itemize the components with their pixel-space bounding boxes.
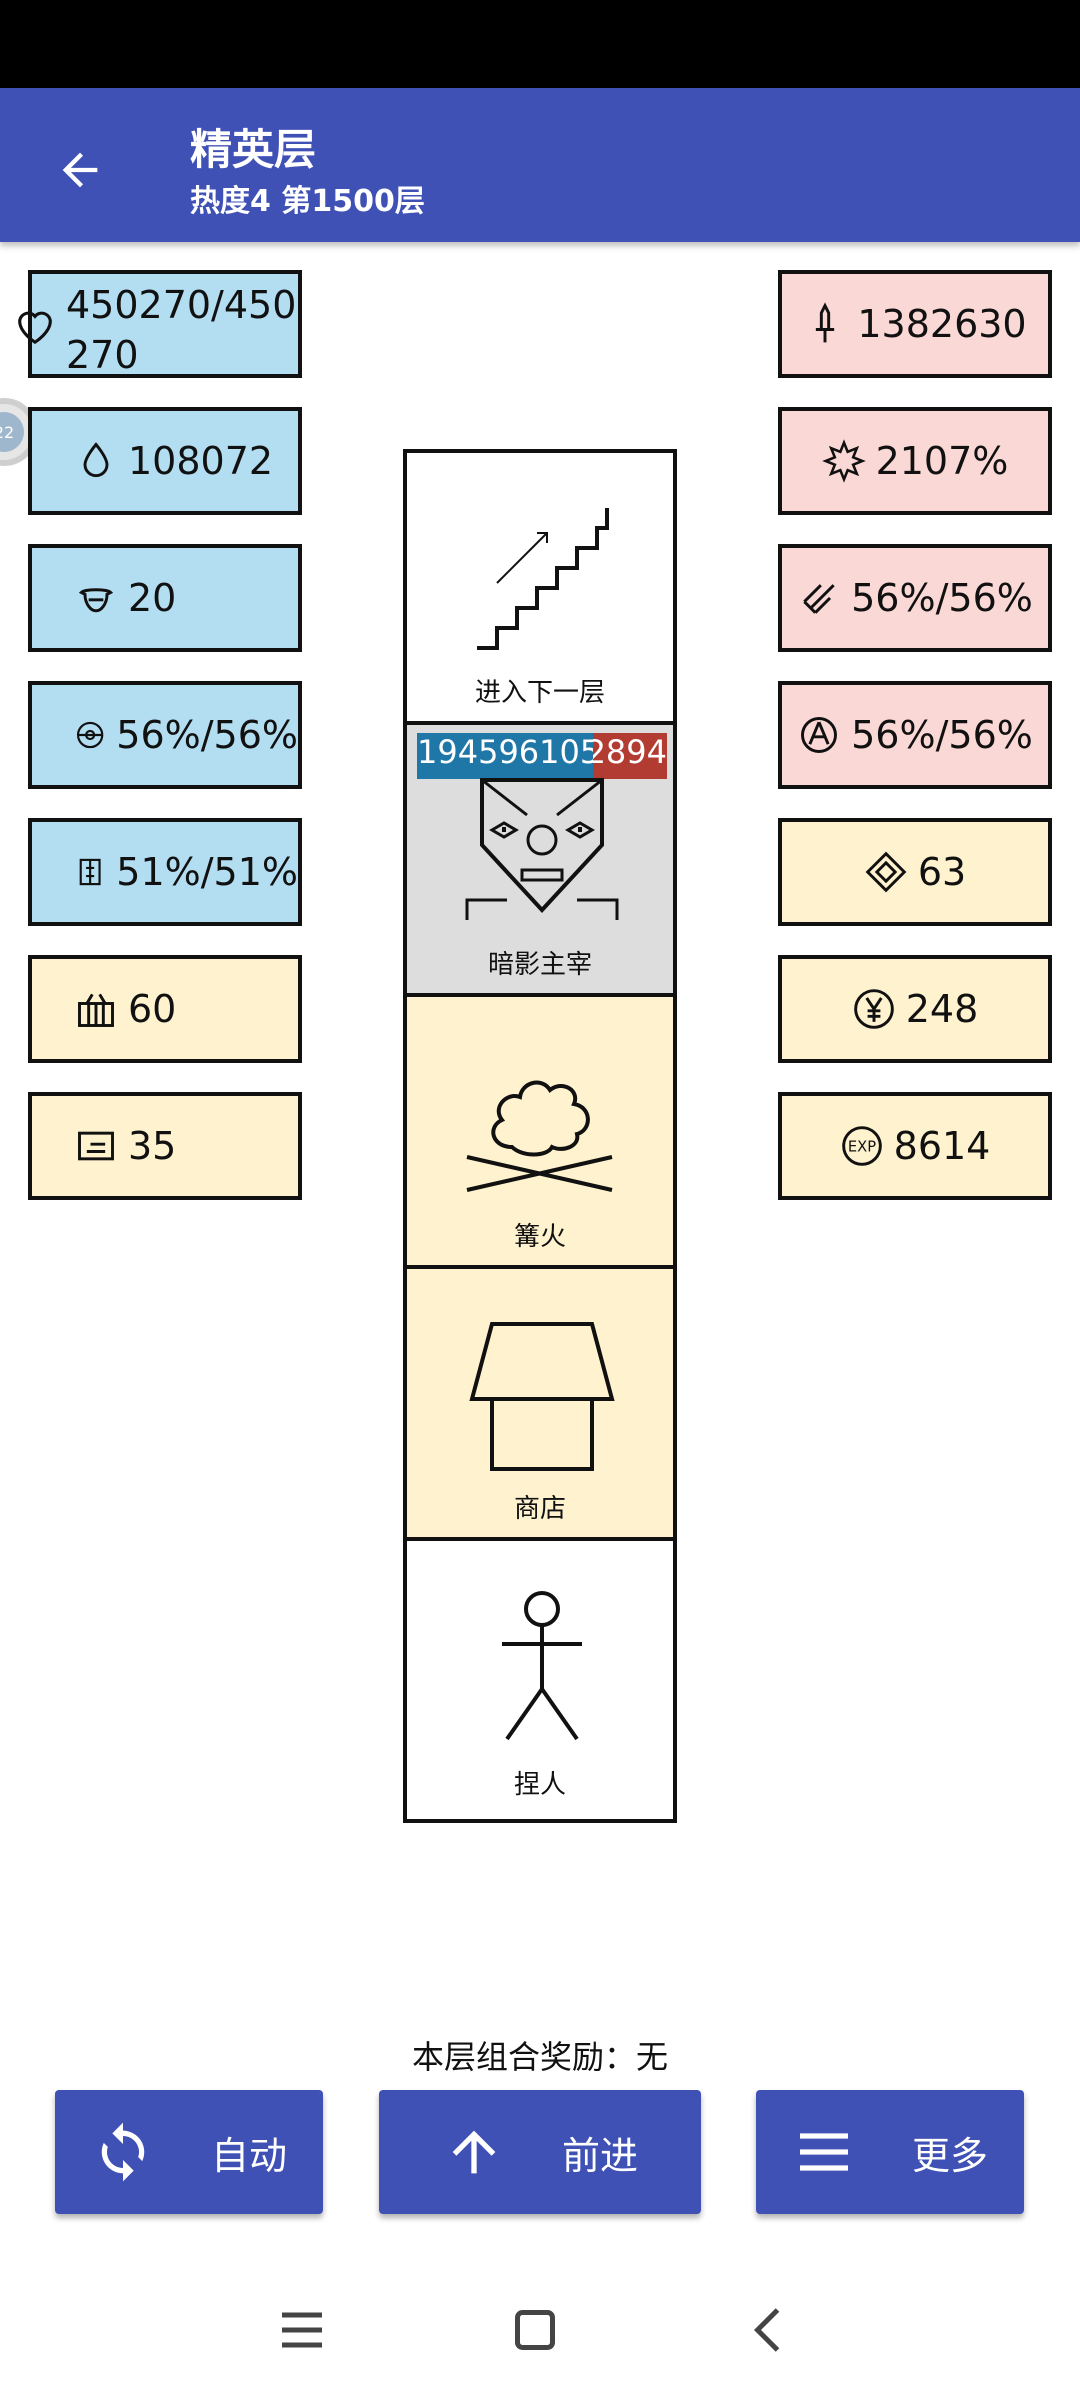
campfire-icon xyxy=(466,1080,613,1192)
stat-value: 8614 xyxy=(893,1124,991,1168)
stat-attack: 1382630 xyxy=(778,270,1052,378)
stat-defense: 20 xyxy=(28,544,302,652)
cell-label: 暗影主宰 xyxy=(487,950,592,980)
cell-label: 进入下一层 xyxy=(474,678,605,708)
refresh-icon xyxy=(101,2122,145,2182)
nav-menu-icon[interactable] xyxy=(272,2300,332,2360)
cell-label: 商店 xyxy=(513,1494,566,1524)
arrow-left-icon xyxy=(62,152,98,188)
tower-cell-character[interactable]: 捏人 xyxy=(407,1541,673,1813)
gift-icon xyxy=(78,993,114,1027)
tower-cell-shop[interactable]: 商店 xyxy=(407,1269,673,1541)
page-title: 精英层 xyxy=(190,125,317,174)
forward-button-label: 前进 xyxy=(561,2133,638,2178)
target-icon xyxy=(801,717,838,753)
stat-value: 56%/56% xyxy=(851,713,1033,757)
stat-value: 63 xyxy=(917,850,967,894)
stat-value: 450270/450270 xyxy=(66,283,297,377)
stat-value: 2107% xyxy=(875,439,1009,483)
slash-icon xyxy=(803,584,835,614)
stat-value: 51%/51% xyxy=(116,850,298,894)
tower-cell-enemy[interactable]: 194596105 2894 暗影主宰 xyxy=(407,725,673,997)
stat-exp: EXP 8614 xyxy=(778,1092,1052,1200)
burst-icon xyxy=(821,439,866,483)
diamond-icon xyxy=(865,851,907,893)
stat-value: 248 xyxy=(905,987,979,1031)
droplet-icon xyxy=(83,442,109,478)
auto-button[interactable]: 自动 xyxy=(55,2090,323,2214)
tower-column: 进入下一层 194596105 2894 暗影主宰 xyxy=(403,449,677,1823)
enemy-hp-bar: 194596105 2894 xyxy=(417,733,667,779)
stat-gem: 63 xyxy=(778,818,1052,926)
stat-crit: 2107% xyxy=(778,407,1052,515)
menu-icon xyxy=(799,2133,848,2171)
auto-button-label: 自动 xyxy=(210,2133,287,2178)
scroll-icon xyxy=(78,1131,114,1161)
stat-value: 60 xyxy=(128,987,177,1031)
heart-icon xyxy=(18,311,52,345)
floor-bonus-text: 本层组合奖励：无 xyxy=(411,2038,668,2076)
arrow-up-icon xyxy=(452,2130,496,2174)
stat-gift: 60 xyxy=(28,955,302,1063)
more-button[interactable]: 更多 xyxy=(756,2090,1024,2214)
stat-mp: 108072 xyxy=(28,407,302,515)
stat-value: 35 xyxy=(128,1124,177,1168)
exp-icon: EXP xyxy=(841,1126,882,1166)
page-subtitle: 热度4 第1500层 xyxy=(190,184,425,219)
stat-accuracy: 56%/56% xyxy=(778,681,1052,789)
yen-coin-icon xyxy=(853,989,894,1029)
stat-resist: 56%/56% xyxy=(28,681,302,789)
stat-value: 108072 xyxy=(128,439,274,483)
enemy-hp-remaining: 2894 xyxy=(593,733,667,779)
status-bar xyxy=(0,0,1080,88)
nav-home-icon[interactable] xyxy=(505,2300,565,2360)
app-bar: 精英层 热度4 第1500层 xyxy=(0,88,1080,242)
shadow-lord-icon xyxy=(465,778,619,920)
cell-label: 捏人 xyxy=(513,1770,566,1800)
bubble-badge: 22 xyxy=(0,412,24,452)
stat-value: 56%/56% xyxy=(851,576,1033,620)
shield-disc-icon xyxy=(76,721,104,749)
stat-armor: 51%/51% xyxy=(28,818,302,926)
stat-scroll: 35 xyxy=(28,1092,302,1200)
stat-hp: 450270/450270 xyxy=(18,270,302,378)
stairs-icon xyxy=(477,508,609,650)
enemy-hp-value: 194596105 xyxy=(417,733,593,779)
stat-pierce: 56%/56% xyxy=(778,544,1052,652)
forward-button[interactable]: 前进 xyxy=(379,2090,701,2214)
back-button[interactable] xyxy=(40,130,120,210)
tower-cell-campfire[interactable]: 篝火 xyxy=(407,997,673,1269)
armor-icon xyxy=(79,858,101,886)
helmet-icon xyxy=(78,588,114,613)
stat-money: 248 xyxy=(778,955,1052,1063)
sword-icon xyxy=(816,302,835,343)
person-icon xyxy=(502,1591,582,1741)
more-button-label: 更多 xyxy=(911,2133,988,2178)
stat-value: 1382630 xyxy=(857,302,1027,346)
tower-cell-stairs[interactable]: 进入下一层 xyxy=(407,453,673,725)
shop-icon xyxy=(469,1322,615,1471)
svg-text:EXP: EXP xyxy=(848,1139,876,1156)
stat-value: 56%/56% xyxy=(116,713,298,757)
stat-value: 20 xyxy=(128,576,177,620)
cell-label: 篝火 xyxy=(513,1222,566,1252)
nav-back-icon[interactable] xyxy=(740,2300,800,2360)
